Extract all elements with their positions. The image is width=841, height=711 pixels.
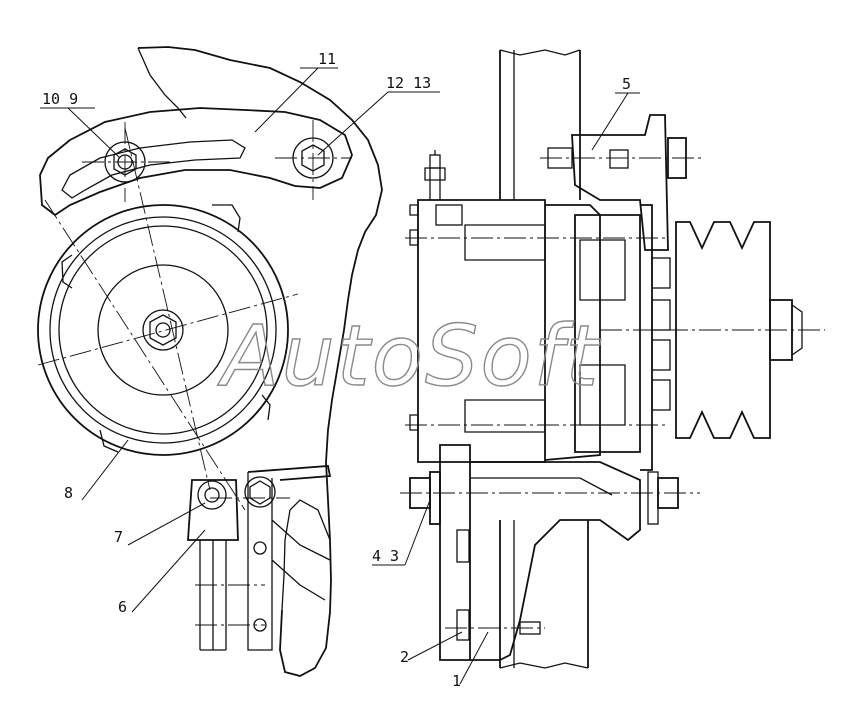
adjusting-arm <box>39 107 353 217</box>
alternator-housing <box>61 204 271 453</box>
plate-lower-edge <box>281 499 331 611</box>
callout-1: 1 <box>452 672 461 690</box>
frame-channel <box>499 49 589 669</box>
twin-groove-pulley <box>600 221 825 439</box>
upper-bracket-5 <box>540 114 705 251</box>
callout-11: 11 <box>318 50 336 68</box>
lower-bracket <box>210 465 332 651</box>
callout-12-13: 12 13 <box>386 74 431 92</box>
bolt-7 <box>197 476 276 510</box>
lower-bracket-1 <box>400 444 700 661</box>
mounting-plate-outline <box>137 46 383 677</box>
callout-7: 7 <box>114 528 123 546</box>
callout-8: 8 <box>64 484 73 502</box>
adjusting-slot <box>61 139 246 199</box>
side-view <box>400 49 825 669</box>
callout-6: 6 <box>118 598 127 616</box>
callout-10-9: 10 9 <box>42 90 78 108</box>
pulley-8 <box>37 204 289 456</box>
callouts: 10 9 11 12 13 5 8 7 6 4 3 2 1 <box>40 50 640 690</box>
mounting-plate-notch <box>137 47 187 119</box>
callout-4-3: 4 3 <box>372 547 399 565</box>
callout-2: 2 <box>400 648 409 666</box>
tension-link-6 <box>187 479 265 651</box>
front-view <box>37 46 383 677</box>
watermark: AutoSoft <box>217 307 601 405</box>
callout-5: 5 <box>622 75 631 93</box>
alternator-body <box>405 150 671 471</box>
